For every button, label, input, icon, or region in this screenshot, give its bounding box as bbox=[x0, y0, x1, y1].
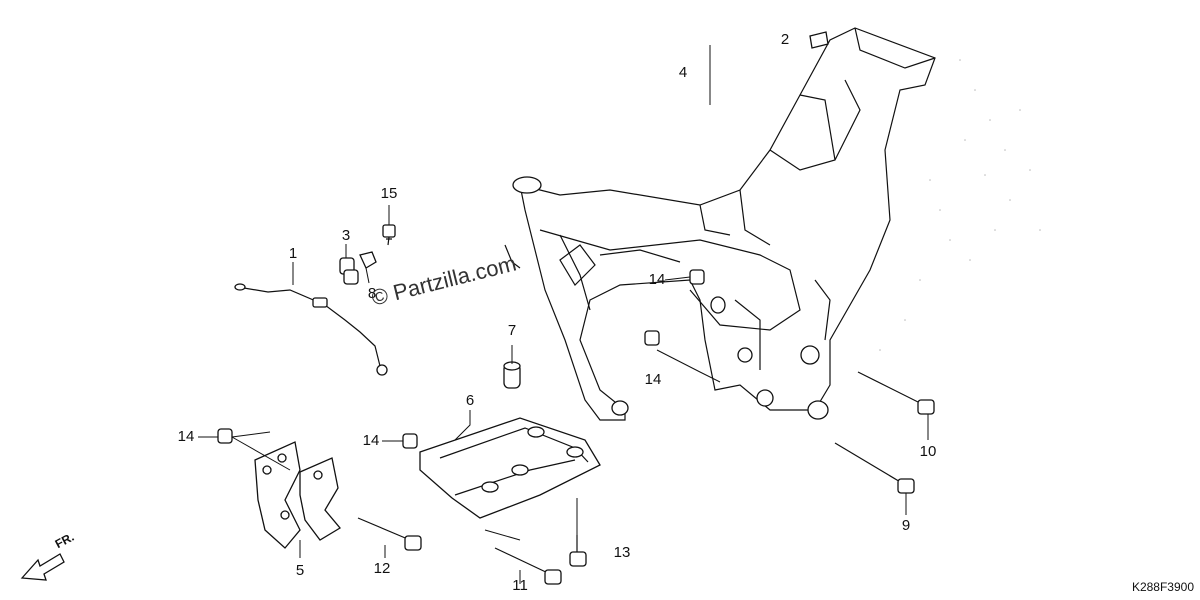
callout-2: 2 bbox=[780, 31, 790, 48]
nut-14b bbox=[644, 330, 660, 346]
callout-13: 13 bbox=[613, 544, 631, 561]
bolt-12 bbox=[357, 517, 422, 551]
main-frame bbox=[504, 27, 936, 421]
nut-14a bbox=[689, 269, 705, 285]
callout-14-bracket: 14 bbox=[177, 428, 195, 445]
nut-14c bbox=[402, 433, 418, 449]
front-direction-arrow bbox=[20, 553, 65, 581]
bolt-15 bbox=[382, 224, 396, 246]
reference-code: K288F3900 bbox=[1131, 580, 1194, 594]
engine-bracket bbox=[254, 441, 341, 549]
callout-8: 8 bbox=[367, 285, 377, 302]
callout-5: 5 bbox=[295, 562, 305, 579]
callout-10: 10 bbox=[919, 443, 937, 460]
label-plate bbox=[809, 31, 829, 49]
bolt-13 bbox=[569, 535, 587, 567]
callout-9: 9 bbox=[901, 517, 911, 534]
callout-3: 3 bbox=[341, 227, 351, 244]
callout-15: 15 bbox=[380, 185, 398, 202]
callout-12: 12 bbox=[373, 560, 391, 577]
callout-14-middle: 14 bbox=[644, 371, 662, 388]
nut-14d bbox=[217, 428, 233, 444]
bolt-10 bbox=[857, 371, 935, 415]
callout-4: 4 bbox=[678, 64, 688, 81]
leader-lines bbox=[198, 45, 929, 584]
callout-7: 7 bbox=[507, 322, 517, 339]
clamp-part bbox=[339, 257, 359, 285]
skid-plate bbox=[419, 417, 601, 519]
callout-1: 1 bbox=[288, 245, 298, 262]
frame-shading bbox=[879, 59, 1041, 351]
callout-6: 6 bbox=[465, 392, 475, 409]
bolt-9 bbox=[834, 442, 915, 494]
rubber-mount bbox=[503, 361, 521, 389]
collar-part bbox=[359, 251, 377, 269]
cable-part bbox=[234, 283, 388, 376]
callout-11: 11 bbox=[512, 577, 528, 594]
callout-14-upper: 14 bbox=[648, 271, 666, 288]
callout-14-skid: 14 bbox=[362, 432, 380, 449]
bolt-11 bbox=[494, 547, 562, 585]
